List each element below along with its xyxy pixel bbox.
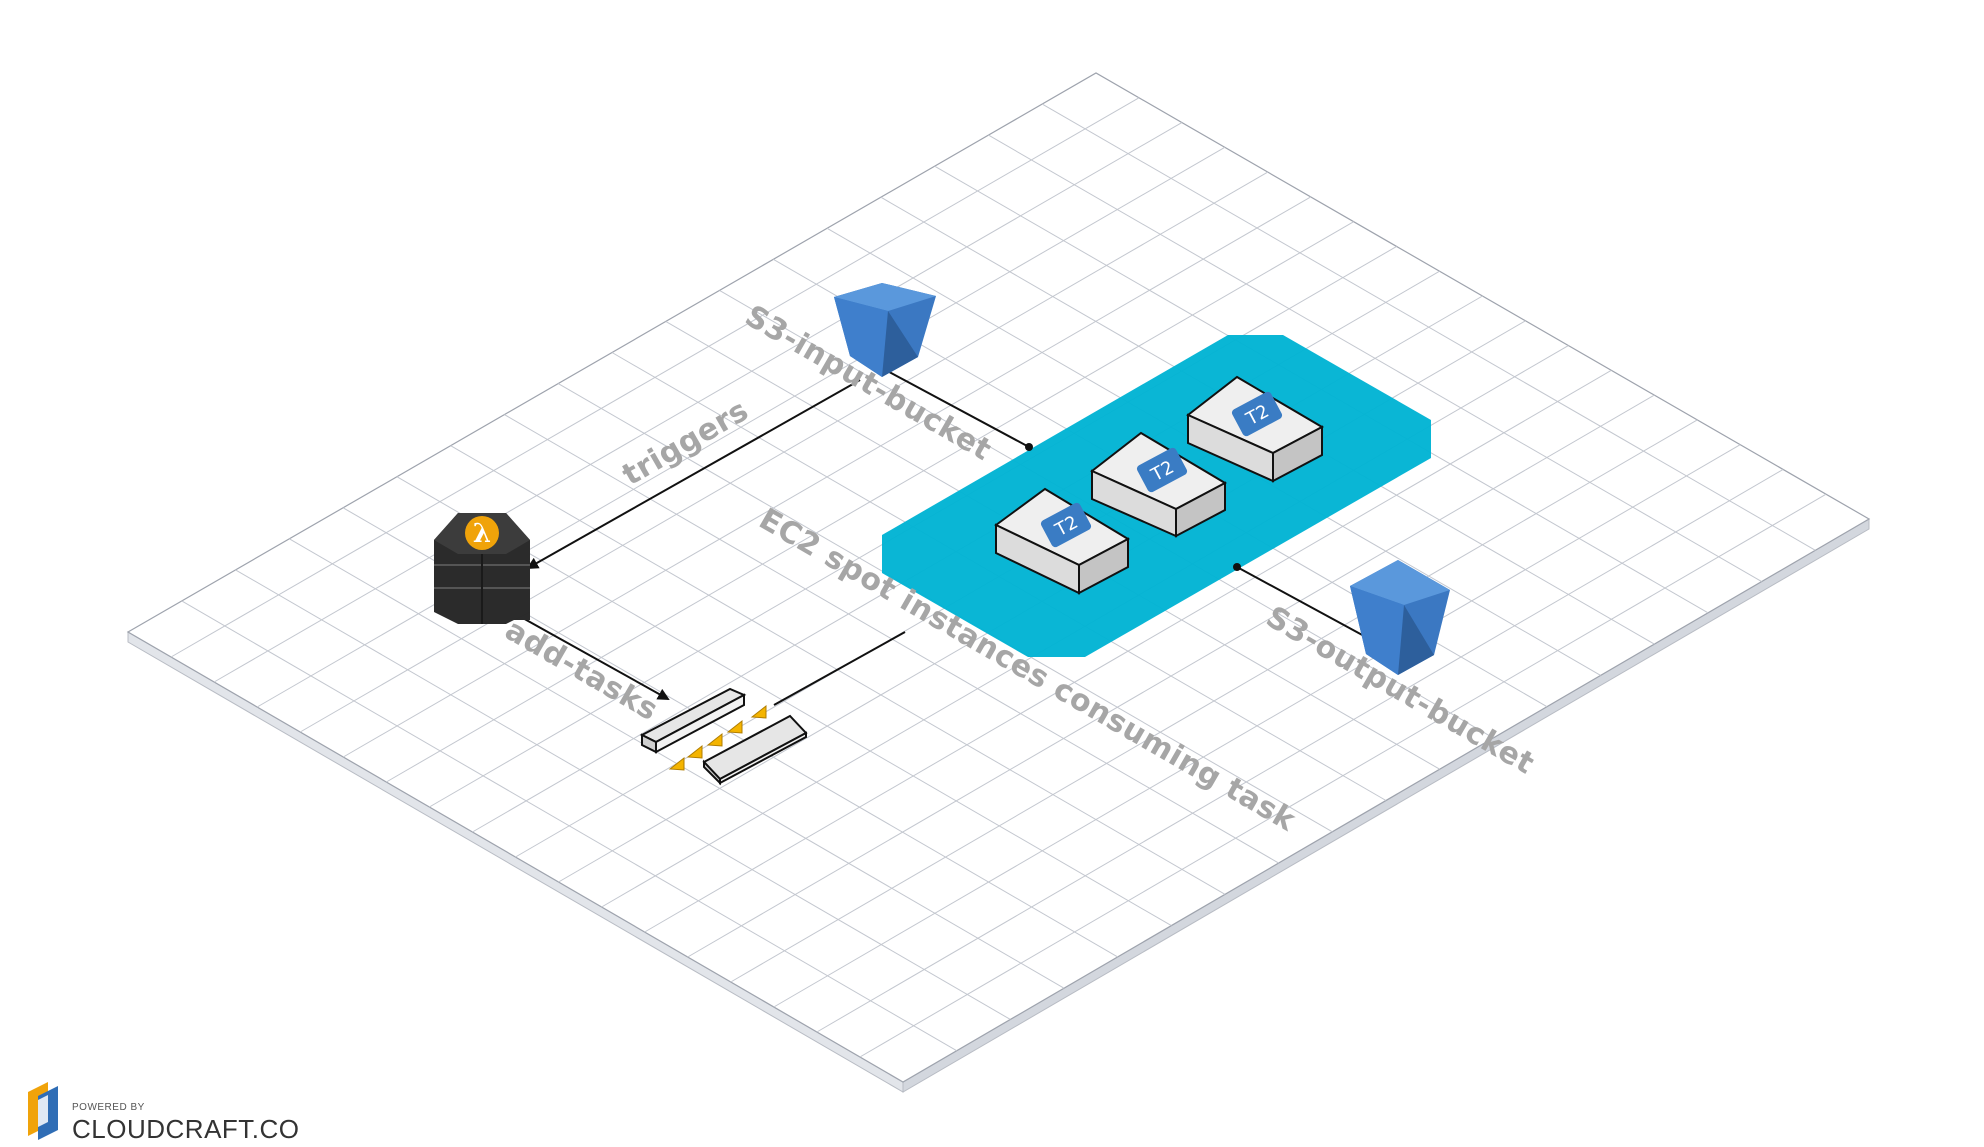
s3-input-bucket-icon[interactable] bbox=[834, 283, 936, 377]
queue-arrow-3 bbox=[706, 732, 723, 747]
lambda-symbol: λ bbox=[473, 519, 491, 549]
ec2-instance-3[interactable]: T2 bbox=[1186, 375, 1325, 483]
trigger-arrow bbox=[526, 379, 861, 569]
add-tasks-arrow bbox=[511, 611, 670, 700]
ec2-instance-1[interactable]: T2 bbox=[994, 487, 1131, 595]
queue-arrow-1 bbox=[668, 756, 685, 771]
sqs-queue-icon[interactable] bbox=[639, 687, 808, 786]
cloudcraft-logo-icon bbox=[28, 1082, 58, 1140]
ec2-to-s3-output-line bbox=[1236, 566, 1378, 644]
powered-by-text: POWERED BY bbox=[72, 1102, 145, 1113]
queue-arrow-2 bbox=[686, 744, 703, 759]
queue-to-ec2-line bbox=[773, 631, 906, 706]
queue-arrow-4 bbox=[726, 719, 743, 734]
cloudcraft-branding[interactable]: POWERED BY CLOUDCRAFT.CO bbox=[24, 1078, 300, 1142]
lambda-icon[interactable]: λ bbox=[434, 513, 530, 624]
s3-output-bucket-icon[interactable] bbox=[1350, 560, 1450, 675]
cloudcraft-brand-name: CLOUDCRAFT.CO bbox=[72, 1114, 300, 1144]
connectors bbox=[511, 366, 1378, 706]
s3-input-to-ec2-line bbox=[879, 366, 1030, 448]
ec2-instance-2[interactable]: T2 bbox=[1090, 431, 1228, 538]
queue-arrow-5 bbox=[750, 704, 767, 719]
